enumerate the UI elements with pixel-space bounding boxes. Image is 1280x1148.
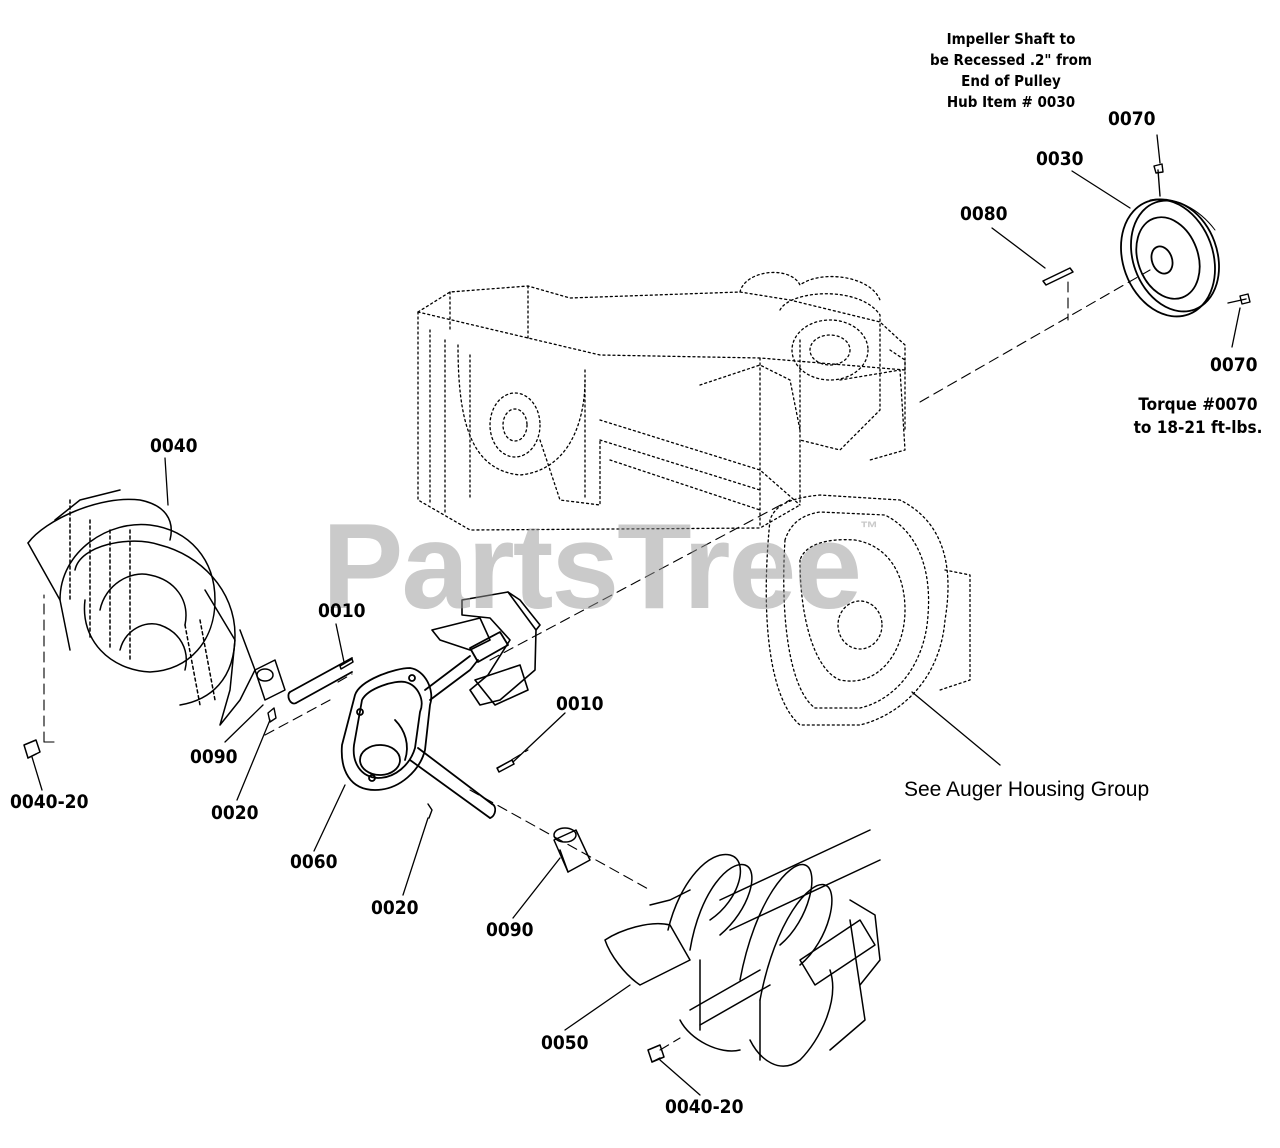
key-0080 bbox=[1042, 267, 1074, 286]
part-label-0020-left: 0020 bbox=[211, 802, 259, 824]
fitting-0040-20-left bbox=[23, 739, 41, 759]
auger-flight-0050 bbox=[604, 829, 881, 1067]
bearing-0090-left bbox=[254, 659, 286, 701]
gear-case-0060 bbox=[287, 631, 509, 819]
clip-0020-left bbox=[267, 707, 277, 723]
auger-housing-group-note: See Auger Housing Group bbox=[904, 778, 1150, 801]
leader-lines bbox=[31, 134, 1241, 1096]
part-label-0080: 0080 bbox=[960, 203, 1008, 225]
impeller-shaft-note-line: Impeller Shaft to bbox=[946, 30, 1076, 48]
bolt-0070-bottom bbox=[1227, 293, 1251, 305]
watermark: PartsTree™ bbox=[322, 498, 878, 634]
impeller-0060-blades bbox=[431, 591, 541, 706]
part-label-0020-center: 0020 bbox=[371, 897, 419, 919]
torque-note-line: Torque #0070 bbox=[1138, 395, 1258, 415]
part-label-0090-left: 0090 bbox=[190, 746, 238, 768]
pulley-0030 bbox=[1120, 198, 1220, 318]
shear-pin-0010-right bbox=[496, 759, 515, 773]
part-label-0050: 0050 bbox=[541, 1032, 589, 1054]
impeller-shaft-note-line: End of Pulley bbox=[961, 72, 1061, 90]
bolt-0070-top bbox=[1153, 163, 1164, 197]
shear-pin-0010-left bbox=[339, 658, 354, 670]
auger-flight-0040 bbox=[27, 489, 256, 726]
torque-note-line: to 18-21 ft-lbs. bbox=[1133, 418, 1263, 438]
part-label-0030: 0030 bbox=[1036, 148, 1084, 170]
part-label-0010-left: 0010 bbox=[318, 600, 366, 622]
auger-housing-outline bbox=[417, 271, 971, 726]
bearing-0090-center bbox=[553, 827, 591, 873]
part-label-0090-center: 0090 bbox=[486, 919, 534, 941]
part-label-0040: 0040 bbox=[150, 435, 198, 457]
part-label-0040-20-left: 0040-20 bbox=[10, 791, 89, 813]
part-label-0070-top: 0070 bbox=[1108, 108, 1156, 130]
part-label-0040-20-bottom: 0040-20 bbox=[665, 1096, 744, 1118]
impeller-shaft-note: Impeller Shaft to be Recessed .2" from E… bbox=[916, 29, 1106, 113]
fitting-0040-20-bottom bbox=[647, 1044, 665, 1063]
part-label-0070-bottom: 0070 bbox=[1210, 354, 1258, 376]
clip-0020-center bbox=[427, 803, 433, 819]
torque-note: Torque #0070 to 18-21 ft-lbs. bbox=[1110, 394, 1280, 440]
impeller-shaft-note-line: be Recessed .2" from bbox=[930, 51, 1092, 69]
impeller-shaft-note-line: Hub Item # 0030 bbox=[946, 93, 1076, 111]
part-label-0060: 0060 bbox=[290, 851, 338, 873]
assembly-centerlines bbox=[43, 269, 1151, 1051]
part-label-0010-right: 0010 bbox=[556, 693, 604, 715]
